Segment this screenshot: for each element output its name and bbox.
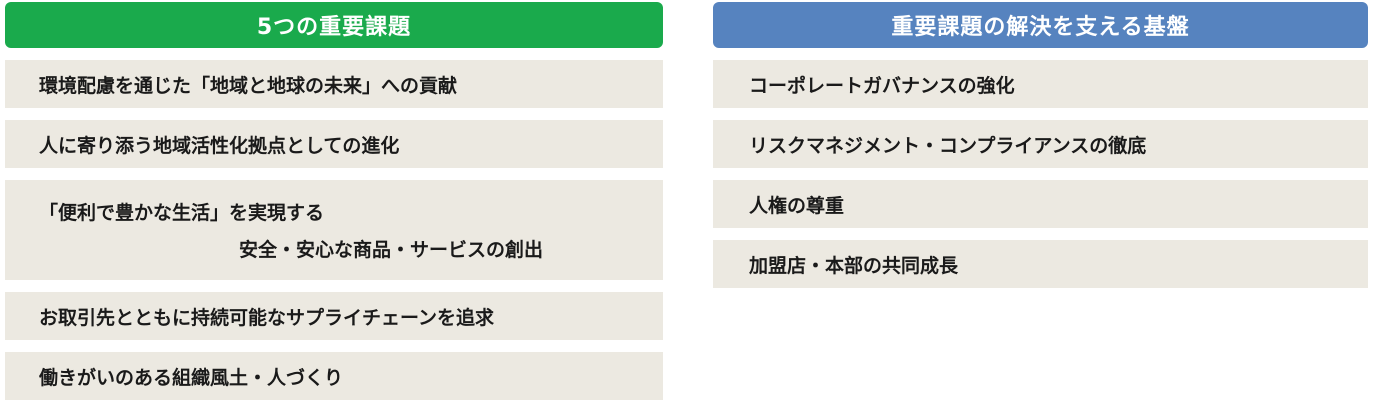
material-issue-item: お取引先とともに持続可能なサプライチェーンを追求 bbox=[5, 292, 663, 340]
material-issue-item: 環境配慮を通じた「地域と地球の未来」への貢献 bbox=[5, 60, 663, 108]
material-issue-item: 働きがいのある組織風土・人づくり bbox=[5, 352, 663, 400]
item-text: 「便利で豊かな生活」を実現する bbox=[39, 202, 325, 224]
foundation-item: リスクマネジメント・コンプライアンスの徹底 bbox=[713, 120, 1368, 168]
material-issue-item: 「便利で豊かな生活」を実現する 安全・安心な商品・サービスの創出 bbox=[5, 180, 663, 280]
foundation-item: 加盟店・本部の共同成長 bbox=[713, 240, 1368, 288]
material-issue-item: 人に寄り添う地域活性化拠点としての進化 bbox=[5, 120, 663, 168]
item-text: コーポレートガバナンスの強化 bbox=[749, 74, 1015, 97]
item-text: 環境配慮を通じた「地域と地球の未来」への貢献 bbox=[39, 74, 458, 97]
item-text-continued: 安全・安心な商品・サービスの創出 bbox=[239, 239, 544, 261]
item-text: 人権の尊重 bbox=[749, 194, 845, 217]
foundation-list: コーポレートガバナンスの強化 リスクマネジメント・コンプライアンスの徹底 人権の… bbox=[713, 60, 1368, 288]
item-text: 働きがいのある組織風土・人づくり bbox=[39, 366, 344, 389]
item-text: リスクマネジメント・コンプライアンスの徹底 bbox=[749, 134, 1147, 157]
foundation-item: 人権の尊重 bbox=[713, 180, 1368, 228]
item-text: 人に寄り添う地域活性化拠点としての進化 bbox=[39, 134, 400, 157]
item-text: 加盟店・本部の共同成長 bbox=[749, 254, 959, 277]
material-issues-header: 5つの重要課題 bbox=[5, 2, 663, 48]
item-text: お取引先とともに持続可能なサプライチェーンを追求 bbox=[39, 306, 495, 329]
material-issues-column: 5つの重要課題 環境配慮を通じた「地域と地球の未来」への貢献 人に寄り添う地域活… bbox=[5, 0, 663, 412]
foundation-item: コーポレートガバナンスの強化 bbox=[713, 60, 1368, 108]
foundation-header: 重要課題の解決を支える基盤 bbox=[713, 2, 1368, 48]
material-issues-list: 環境配慮を通じた「地域と地球の未来」への貢献 人に寄り添う地域活性化拠点としての… bbox=[5, 60, 663, 400]
foundation-column: 重要課題の解決を支える基盤 コーポレートガバナンスの強化 リスクマネジメント・コ… bbox=[713, 0, 1368, 300]
